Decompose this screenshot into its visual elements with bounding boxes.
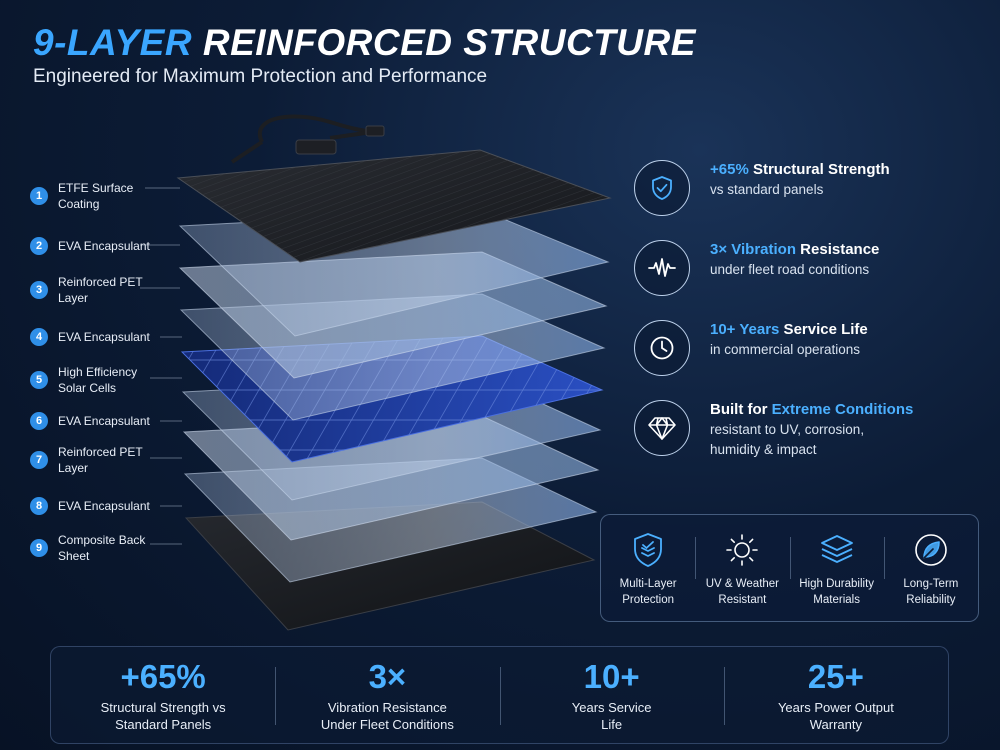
feature-title: +65% Structural Strength: [710, 160, 970, 180]
feature-title-pre: Built for: [710, 401, 772, 418]
stat-value: 10+: [583, 658, 640, 695]
feature-title-rest: Resistance: [796, 241, 880, 258]
junction-box: [295, 139, 337, 155]
badge-label: High Durability Materials: [799, 578, 875, 606]
stat-label: Years Power Output Warranty: [777, 700, 894, 732]
title-rest: REINFORCED STRUCTURE: [192, 22, 696, 63]
legend-label: ETFE Surface Coating: [58, 181, 134, 211]
feature-desc: vs standard panels: [710, 182, 824, 197]
shield-layers-icon: [628, 530, 668, 570]
feature-title-rest: Service Life: [779, 321, 868, 338]
feature-highlight: Extreme Conditions: [771, 401, 914, 418]
legend-label: EVA Encapsulant: [58, 239, 150, 253]
badge-label: Multi-Layer Protection: [619, 578, 677, 606]
legend-label: High Efficiency Solar Cells: [58, 365, 138, 395]
legend-label: Composite Back Sheet: [58, 533, 146, 563]
stat-label: Vibration Resistance Under Fleet Conditi…: [320, 700, 454, 732]
legend-item-4: 4 EVA Encapsulant: [30, 328, 158, 346]
badge-multi-layer: Multi-Layer Protection: [601, 515, 695, 621]
legend-leader-lines: [140, 187, 182, 545]
shield-check-icon: [634, 160, 690, 216]
feature-title: 3× Vibration Resistance: [710, 240, 970, 260]
feature-highlight: +65%: [710, 161, 749, 178]
legend-item-6: 6 EVA Encapsulant: [30, 412, 158, 430]
stat-warranty: 25+ Years Power Output Warranty: [723, 647, 948, 743]
badge-uv-weather: UV & Weather Resistant: [695, 515, 789, 621]
legend-number: 4: [30, 328, 48, 346]
badge-long-term: Long-Term Reliability: [883, 515, 978, 621]
legend-number: 1: [30, 187, 48, 205]
feature-extreme-conditions: Built for Extreme Conditions resistant t…: [634, 400, 970, 460]
stat-value: 3×: [368, 658, 407, 695]
stat-value: +65%: [120, 658, 206, 695]
clock-icon: [634, 320, 690, 376]
legend-label: EVA Encapsulant: [58, 414, 150, 428]
feature-title: Built for Extreme Conditions: [710, 400, 970, 420]
legend-number: 2: [30, 237, 48, 255]
diamond-icon: [634, 400, 690, 456]
stats-bar: +65% Structural Strength vs Standard Pan…: [50, 646, 949, 744]
badge-panel: Multi-Layer Protection UV & Weather Resi…: [600, 514, 979, 622]
legend-label: EVA Encapsulant: [58, 330, 150, 344]
page-title: 9-LAYER REINFORCED STRUCTURE: [33, 22, 696, 64]
feature-service-life: 10+ Years Service Life in commercial ope…: [634, 320, 970, 376]
legend-number: 7: [30, 451, 48, 469]
feature-desc: under fleet road conditions: [710, 262, 870, 277]
stack-icon: [817, 530, 857, 570]
junction-cable: [230, 114, 375, 164]
feature-title: 10+ Years Service Life: [710, 320, 970, 340]
legend-number: 5: [30, 371, 48, 389]
feature-highlight: 10+ Years: [710, 321, 780, 338]
legend-item-5: 5 High Efficiency Solar Cells: [30, 364, 158, 396]
legend-label: Reinforced PET Layer: [58, 445, 143, 475]
badge-high-durability: High Durability Materials: [789, 515, 884, 621]
stat-structural-strength: +65% Structural Strength vs Standard Pan…: [51, 647, 275, 743]
page-subtitle: Engineered for Maximum Protection and Pe…: [33, 66, 488, 87]
title-accent: 9-LAYER: [33, 22, 193, 63]
stat-label: Years Service Life: [571, 700, 652, 732]
stat-value: 25+: [807, 658, 864, 695]
feature-vibration-resistance: 3× Vibration Resistance under fleet road…: [634, 240, 970, 296]
stat-label: Structural Strength vs Standard Panels: [100, 700, 226, 732]
legend-label: EVA Encapsulant: [58, 499, 150, 513]
legend-number: 3: [30, 281, 48, 299]
sun-icon: [722, 530, 762, 570]
legend-number: 9: [30, 539, 48, 557]
feature-highlight: 3× Vibration: [710, 241, 797, 258]
feature-desc: in commercial operations: [710, 342, 861, 357]
legend-item-8: 8 EVA Encapsulant: [30, 497, 158, 515]
badge-label: UV & Weather Resistant: [705, 578, 780, 606]
legend-item-7: 7 Reinforced PET Layer: [30, 444, 158, 476]
feature-desc: resistant to UV, corrosion, humidity & i…: [710, 422, 865, 457]
legend-item-3: 3 Reinforced PET Layer: [30, 274, 158, 306]
stat-service-life: 10+ Years Service Life: [499, 647, 724, 743]
legend-item-9: 9 Composite Back Sheet: [30, 532, 158, 564]
legend-number: 6: [30, 412, 48, 430]
badge-label: Long-Term Reliability: [903, 578, 959, 606]
legend-label: Reinforced PET Layer: [58, 275, 143, 305]
feature-structural-strength: +65% Structural Strength vs standard pan…: [634, 160, 970, 216]
legend-item-1: 1 ETFE Surface Coating: [30, 180, 158, 212]
legend-item-2: 2 EVA Encapsulant: [30, 237, 158, 255]
legend-number: 8: [30, 497, 48, 515]
stat-vibration-resistance: 3× Vibration Resistance Under Fleet Cond…: [275, 647, 499, 743]
feature-title-rest: Structural Strength: [748, 161, 890, 178]
leaf-icon: [911, 530, 951, 570]
vibration-icon: [634, 240, 690, 296]
